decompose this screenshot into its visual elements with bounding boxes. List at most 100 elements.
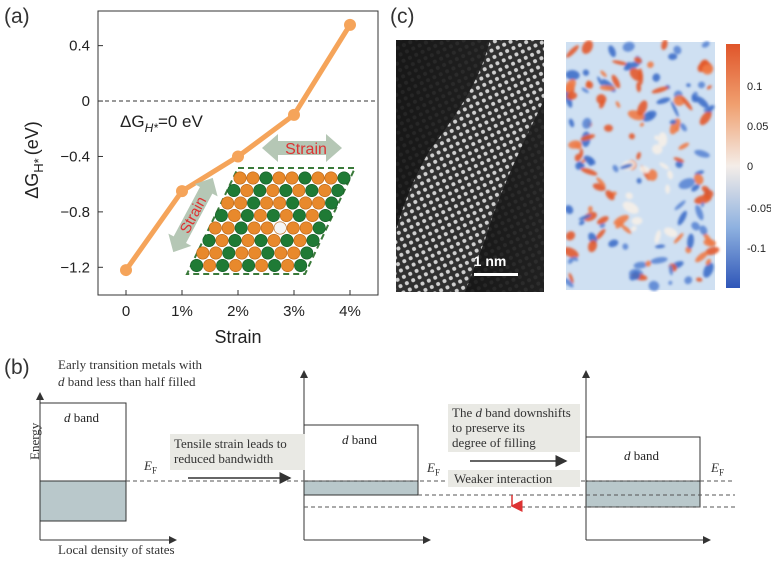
lattice-atom	[260, 196, 274, 210]
strain-domain	[622, 243, 629, 250]
strain-label-diagonal: Strain	[177, 194, 210, 237]
strain-domain	[599, 85, 616, 91]
x-tick-label: 1%	[171, 303, 193, 320]
lattice-atom	[299, 196, 313, 210]
strain-domain	[634, 57, 642, 64]
strain-domain	[695, 204, 704, 221]
lattice-atom	[229, 258, 243, 272]
strain-domain	[613, 214, 629, 226]
lattice-atom	[246, 171, 260, 185]
strain-domain	[680, 123, 687, 132]
lattice-atom	[279, 184, 293, 198]
strain-domain	[588, 205, 593, 213]
strain-domain	[638, 68, 644, 85]
lattice-atom	[318, 209, 332, 223]
colorbar	[726, 44, 740, 288]
strain-domain	[678, 178, 696, 190]
strain-domain	[673, 45, 682, 55]
strain-domain	[582, 69, 590, 76]
data-point	[176, 185, 188, 198]
lattice-atom	[299, 221, 313, 235]
strain-domain	[574, 153, 582, 162]
y-tick-label: −0.8	[60, 204, 90, 221]
strain-domain	[580, 134, 595, 141]
strain-domain	[657, 132, 668, 147]
lattice-atoms	[190, 171, 351, 272]
strain-domain	[608, 239, 619, 248]
strain-domain	[625, 62, 631, 68]
d-band-label-3: d band	[624, 448, 660, 463]
dos-axis-label: Local density of states	[58, 542, 175, 557]
strain-domain	[611, 74, 621, 89]
x-tick-label: 2%	[227, 303, 249, 320]
lattice-atom	[261, 246, 275, 260]
strain-domain	[648, 280, 660, 291]
lattice-atom	[248, 246, 262, 260]
strain-domain	[578, 220, 585, 226]
strain-domain	[701, 41, 710, 48]
lattice-atom	[242, 258, 256, 272]
strain-domain	[705, 258, 712, 266]
scale-bar-label: 1 nm	[474, 253, 507, 269]
strain-domain	[636, 152, 641, 160]
strain-domain	[648, 112, 654, 118]
strain-domain	[604, 124, 613, 132]
lattice-atom	[286, 221, 300, 235]
lattice-atom	[281, 258, 295, 272]
strain-domain	[572, 256, 579, 262]
strain-domain	[566, 231, 576, 241]
band-schematic	[36, 370, 735, 544]
lattice-atom	[285, 171, 299, 185]
x-tick-label: 4%	[339, 303, 361, 320]
horizontal-strain-arrow	[262, 134, 342, 162]
lattice-atom	[267, 234, 281, 248]
strain-domain	[600, 70, 607, 78]
strain-domain	[674, 126, 680, 132]
lattice-atom	[190, 258, 204, 272]
strain-domain	[625, 192, 633, 200]
data-point	[232, 150, 244, 163]
lattice-atom	[253, 209, 267, 223]
strain-domain	[636, 178, 642, 184]
lattice-atom	[209, 246, 223, 260]
lattice-atom	[235, 246, 249, 260]
strain-domain	[566, 247, 579, 259]
lattice-atom	[227, 209, 241, 223]
lattice-atom	[259, 171, 273, 185]
fermi-label-2: EF	[427, 460, 440, 478]
strain-domain	[686, 83, 691, 87]
lattice-atom	[240, 209, 254, 223]
strain-domain	[669, 119, 677, 125]
lattice-atom	[312, 196, 326, 210]
lattice-atom	[247, 221, 261, 235]
lattice-atom	[234, 221, 248, 235]
strain-domain	[687, 233, 695, 249]
x-tick-label: 3%	[283, 303, 305, 320]
lattice-atom	[216, 258, 230, 272]
y-tick-label: −0.4	[60, 148, 90, 165]
strain-domain	[697, 81, 706, 89]
lattice-atom	[221, 196, 235, 210]
strain-domain	[566, 91, 578, 100]
lattice-atom	[274, 246, 288, 260]
strain-domain	[668, 264, 673, 276]
colorbar-tick-label: 0.05	[747, 121, 768, 133]
strain-domain	[566, 70, 580, 80]
lattice-atom	[196, 246, 210, 260]
strain-domain	[647, 169, 658, 181]
y-axis-label: ΔGH*(eV)	[22, 121, 46, 199]
strain-domain	[622, 41, 635, 52]
fermi-label-3: EF	[711, 460, 724, 478]
lattice-atom	[337, 171, 351, 185]
strain-domain	[702, 64, 713, 75]
strain-domain	[612, 60, 629, 66]
lattice-atom	[208, 221, 222, 235]
strain-label-horizontal: Strain	[285, 141, 327, 158]
lattice-inset: Strain Strain	[168, 134, 357, 275]
lattice-atom	[294, 258, 308, 272]
lattice-atom	[268, 258, 282, 272]
panel-label-a: (a)	[4, 5, 30, 28]
strain-map: 0.10.050-0.05-0.1	[566, 40, 771, 291]
panel-label-b: (b)	[4, 356, 30, 379]
